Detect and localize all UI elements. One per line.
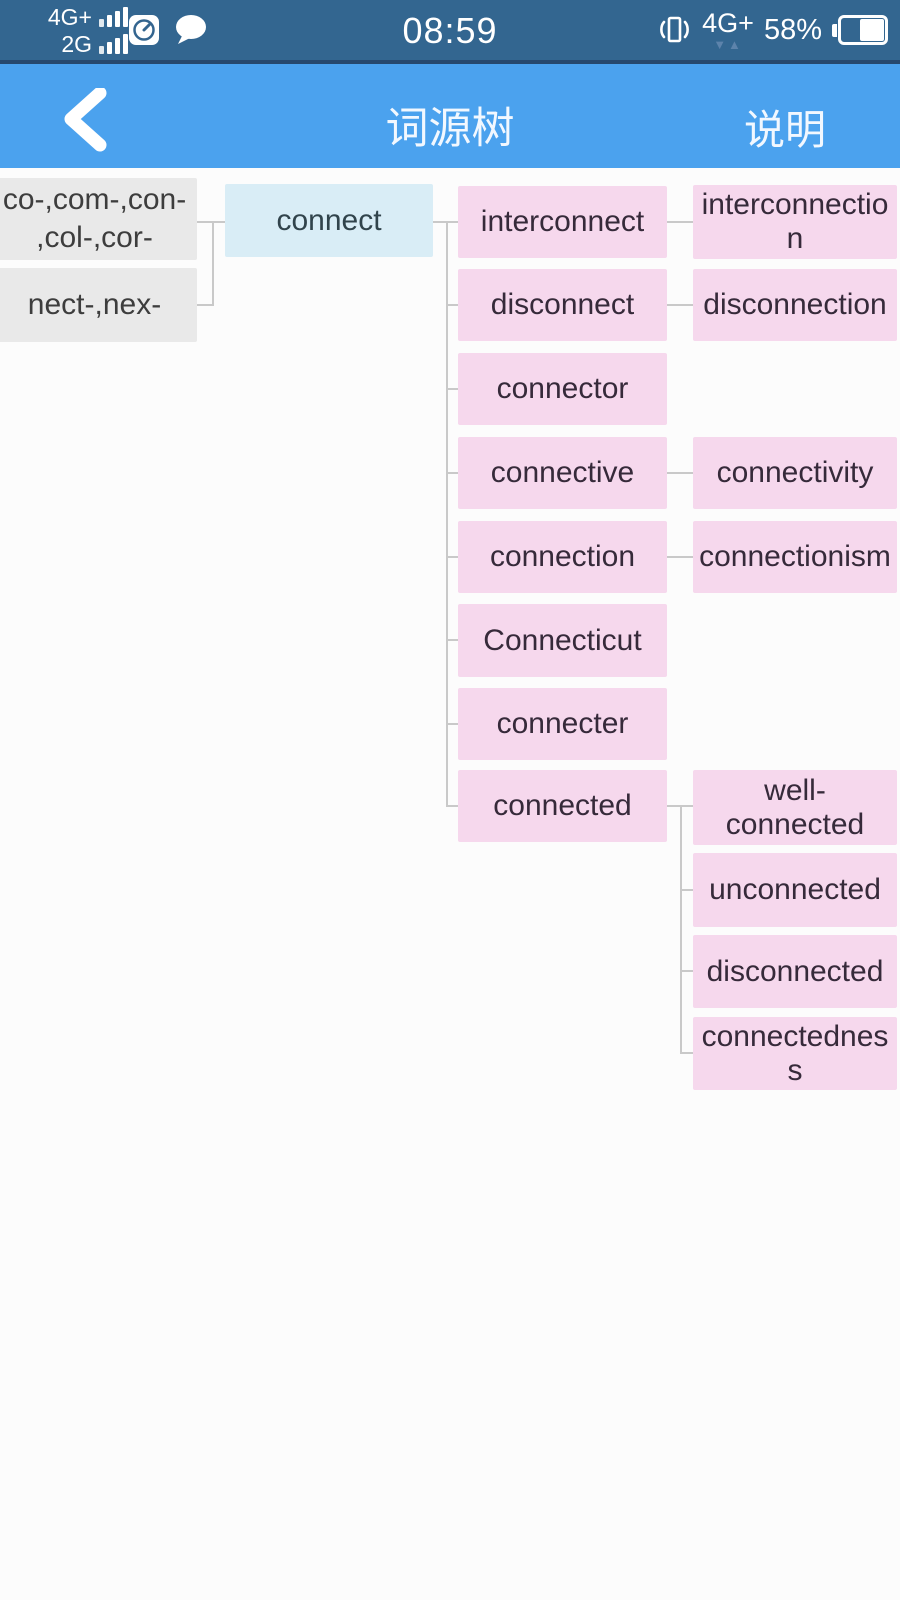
tree-connector-line (680, 970, 693, 972)
tree-node-disconnect[interactable]: disconnect (458, 269, 667, 341)
tree-connector-line (446, 805, 458, 807)
back-button[interactable] (50, 82, 120, 158)
carrier-secondary-label: 2G (61, 31, 92, 57)
tree-connector-line (680, 1052, 693, 1054)
statusbar-divider (0, 60, 900, 64)
tree-node-prefix-nect[interactable]: nect-,nex- (0, 268, 197, 342)
tree-node-connected[interactable]: connected (458, 770, 667, 842)
tree-node-interconnection[interactable]: interconnection (693, 185, 897, 259)
etymology-tree-canvas: co-,com-,con- ,col-,cor- nect-,nex- conn… (0, 168, 900, 1600)
tree-connector-line (667, 221, 693, 223)
chat-bubble-icon (176, 15, 206, 44)
tree-connector-line (446, 388, 458, 390)
tree-connector-line (667, 472, 693, 474)
tree-connector-line (667, 304, 693, 306)
tree-connector-line (667, 805, 682, 807)
tree-node-connecter[interactable]: connecter (458, 688, 667, 760)
tree-connector-line (680, 889, 693, 891)
battery-percent-label: 58% (763, 13, 822, 46)
tree-node-disconnection[interactable]: disconnection (693, 269, 897, 341)
tree-node-connection[interactable]: connection (458, 521, 667, 593)
tree-connector-line (680, 805, 682, 1054)
tree-connector-line (667, 556, 693, 558)
speedometer-icon (129, 15, 159, 45)
tree-connector-line (197, 304, 214, 306)
clock: 08:59 (402, 10, 498, 51)
status-bar: 4G+ 2G 08:59 (0, 0, 900, 60)
tree-connector-line (446, 723, 458, 725)
network-type-label: 4G+ (702, 7, 754, 38)
chevron-left-icon (64, 88, 107, 152)
tree-connector-line (446, 556, 458, 558)
battery-icon (832, 15, 888, 45)
signal-group: 4G+ 2G (10, 3, 128, 57)
help-button[interactable]: 说明 (744, 107, 826, 153)
tree-connector-line (446, 221, 448, 807)
tree-node-disconnected[interactable]: disconnected (693, 935, 897, 1008)
tree-node-connective[interactable]: connective (458, 437, 667, 509)
tree-node-prefix-co[interactable]: co-,com-,con- ,col-,cor- (0, 178, 197, 260)
vibrate-icon (660, 16, 690, 43)
tree-node-unconnected[interactable]: unconnected (693, 853, 897, 927)
tree-connector-line (446, 472, 458, 474)
tree-node-connect[interactable]: connect (225, 184, 433, 257)
tree-connector-line (680, 805, 693, 807)
tree-node-interconnect[interactable]: interconnect (458, 186, 667, 258)
tree-connector-line (197, 221, 226, 223)
data-arrows-icon: ▼▲ (713, 36, 743, 52)
tree-node-well-connected[interactable]: well-connected (693, 770, 897, 845)
tree-node-connector[interactable]: connector (458, 353, 667, 425)
tree-connector-line (433, 221, 458, 223)
signal-bars-icon (99, 34, 128, 57)
navbar: 词源树 说明 (0, 64, 900, 168)
tree-node-connectionism[interactable]: connectionism (693, 521, 897, 593)
signal-bars-icon (99, 7, 128, 30)
tree-connector-line (446, 639, 458, 641)
tree-node-connectivity[interactable]: connectivity (693, 437, 897, 509)
tree-node-connecticut[interactable]: Connecticut (458, 604, 667, 677)
page-title: 词源树 (385, 105, 515, 153)
tree-connector-line (212, 221, 214, 306)
tree-connector-line (446, 304, 458, 306)
carrier-primary-label: 4G+ (47, 4, 92, 30)
tree-node-connectedness[interactable]: connectedness (693, 1017, 897, 1090)
